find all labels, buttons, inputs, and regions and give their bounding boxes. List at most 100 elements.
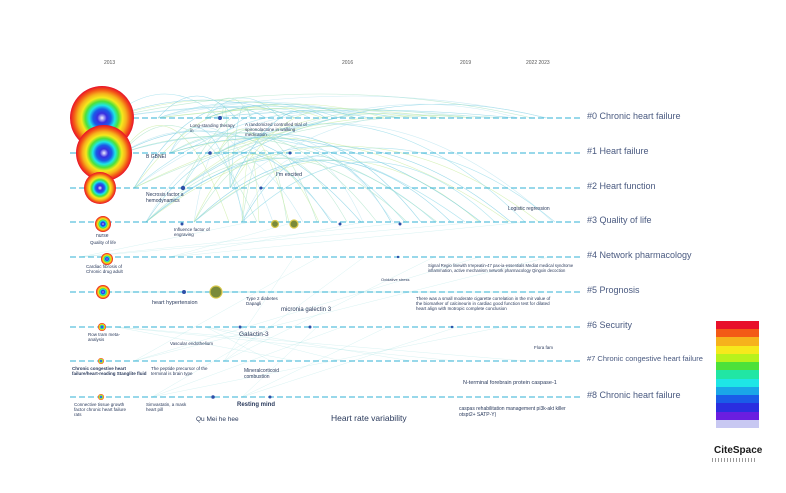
term-node xyxy=(259,186,263,190)
citespace-brand: CiteSpace xyxy=(714,445,763,456)
link-line xyxy=(151,326,343,398)
citation-arc xyxy=(229,110,327,189)
link-line xyxy=(205,326,272,362)
citation-arc xyxy=(221,105,231,189)
link-line xyxy=(241,326,318,398)
term-cardiac-fibrosis: Cardiac fibrosis of Chronic drug adult xyxy=(86,264,123,274)
term-caspas: caspas rehabilitation management pi3k-ak… xyxy=(459,406,566,418)
term-node xyxy=(238,325,242,329)
legend-swatch xyxy=(716,370,759,379)
citation-arc xyxy=(121,135,438,223)
cluster-ring-node-2 xyxy=(84,172,116,204)
term-excited: I'm excited xyxy=(276,172,303,178)
legend-swatch xyxy=(716,378,759,387)
link-line xyxy=(223,256,295,362)
term-node xyxy=(208,151,212,155)
legend-swatch xyxy=(716,329,759,338)
term-quality-of-life: Quality of life xyxy=(90,240,117,245)
link-line xyxy=(205,326,412,362)
term-node xyxy=(450,325,454,329)
term-vascular: Vascular endothelium xyxy=(170,341,213,346)
citation-arc xyxy=(145,145,512,223)
citation-arc xyxy=(241,161,496,223)
link-line xyxy=(115,326,457,362)
citation-arc xyxy=(145,145,540,223)
year-2016: 2016 xyxy=(342,60,354,66)
citation-arc xyxy=(205,97,253,119)
citation-arc xyxy=(169,137,482,223)
cluster-ring-node-4 xyxy=(101,253,113,265)
cluster-nodes xyxy=(70,86,454,400)
citation-arc xyxy=(169,127,246,223)
term-oxidative: Oxidative stress xyxy=(381,277,410,282)
citation-arcs xyxy=(79,93,556,398)
link-line xyxy=(151,326,503,398)
term-node xyxy=(308,325,312,329)
term-node xyxy=(396,255,400,259)
term-node xyxy=(218,116,222,120)
citation-arc xyxy=(145,151,304,223)
citation-arc xyxy=(121,130,334,223)
term-randomized-trial: A randomized controlled trial of spirono… xyxy=(245,122,307,137)
link-line xyxy=(169,221,526,258)
year-2019: 2019 xyxy=(460,60,472,66)
citation-arc xyxy=(145,157,408,223)
link-line xyxy=(79,221,411,258)
cluster-label-0[interactable]: #0 Chronic heart failure xyxy=(587,111,681,121)
legend-swatch xyxy=(716,386,759,396)
citation-arc xyxy=(193,159,480,223)
citation-arc xyxy=(169,127,274,223)
cluster-label-1[interactable]: #1 Heart failure xyxy=(587,146,649,156)
citation-arc xyxy=(193,153,320,223)
legend-swatch xyxy=(716,403,759,412)
link-line xyxy=(223,256,365,362)
year-2013: 2013 xyxy=(104,60,116,66)
link-line xyxy=(79,221,481,258)
citation-arc xyxy=(217,128,290,223)
term-nurse: nurse xyxy=(96,233,109,239)
term-small-moderate: There was a small moderate cigarette cor… xyxy=(416,296,551,311)
year-2022-2023: 2022 2023 xyxy=(526,60,550,66)
term-influence: Influence factor of engraving xyxy=(174,227,210,237)
term-node xyxy=(182,290,186,294)
citation-arc xyxy=(193,147,556,223)
cluster-label-6[interactable]: #6 Security xyxy=(587,320,633,330)
term-mineralcorticoid: Mineralcorticoid combustion xyxy=(244,368,280,380)
link-line xyxy=(115,326,297,362)
cluster-label-8[interactable]: #8 Chronic heart failure xyxy=(587,390,681,400)
cluster-label-3[interactable]: #3 Quality of life xyxy=(587,215,652,225)
citation-arc xyxy=(109,105,401,119)
cluster-label-5[interactable]: #5 Prognosis xyxy=(587,285,640,295)
citation-arc xyxy=(133,115,475,189)
legend-swatch xyxy=(716,419,759,429)
link-line xyxy=(169,221,366,258)
term-node xyxy=(288,151,292,155)
term-row-tram: Row tram meta-analysis xyxy=(88,332,121,342)
term-resting-mind: Resting mind xyxy=(237,402,276,408)
citation-arc xyxy=(133,107,267,189)
citation-arc xyxy=(217,123,526,223)
legend-swatch xyxy=(716,362,759,371)
link-line xyxy=(115,326,527,362)
term-hypertension: heart hypertension xyxy=(152,300,198,306)
citation-arc xyxy=(217,134,394,223)
citation-arc xyxy=(109,93,533,119)
cluster-ring-node-8 xyxy=(98,394,104,400)
term-necrosis: Necrosis factor a hemodynamics xyxy=(146,192,184,204)
legend-swatch xyxy=(716,411,759,420)
term-peptide: The peptide precursor of the terminal is… xyxy=(151,366,208,376)
term-galactin: Galactin-3 xyxy=(239,331,269,338)
term-n-terminal: N-terminal forebrain protein caspase-1 xyxy=(463,380,557,386)
cluster-ring-node-3 xyxy=(95,216,111,232)
citation-arc xyxy=(157,95,237,119)
cluster-label-2[interactable]: #2 Heart function xyxy=(587,181,656,191)
term-galectin: micronia galectin 3 xyxy=(281,307,332,313)
citation-arc xyxy=(145,157,436,223)
cluster-label-4[interactable]: #4 Network pharmacology xyxy=(587,250,692,260)
cluster-label-7[interactable]: #7 Chronic congestive heart failure xyxy=(587,354,703,363)
citation-arc xyxy=(157,101,369,119)
citation-arc xyxy=(133,111,371,189)
citation-arc xyxy=(229,105,251,189)
term-flora-fam: Flora fam xyxy=(534,345,554,350)
